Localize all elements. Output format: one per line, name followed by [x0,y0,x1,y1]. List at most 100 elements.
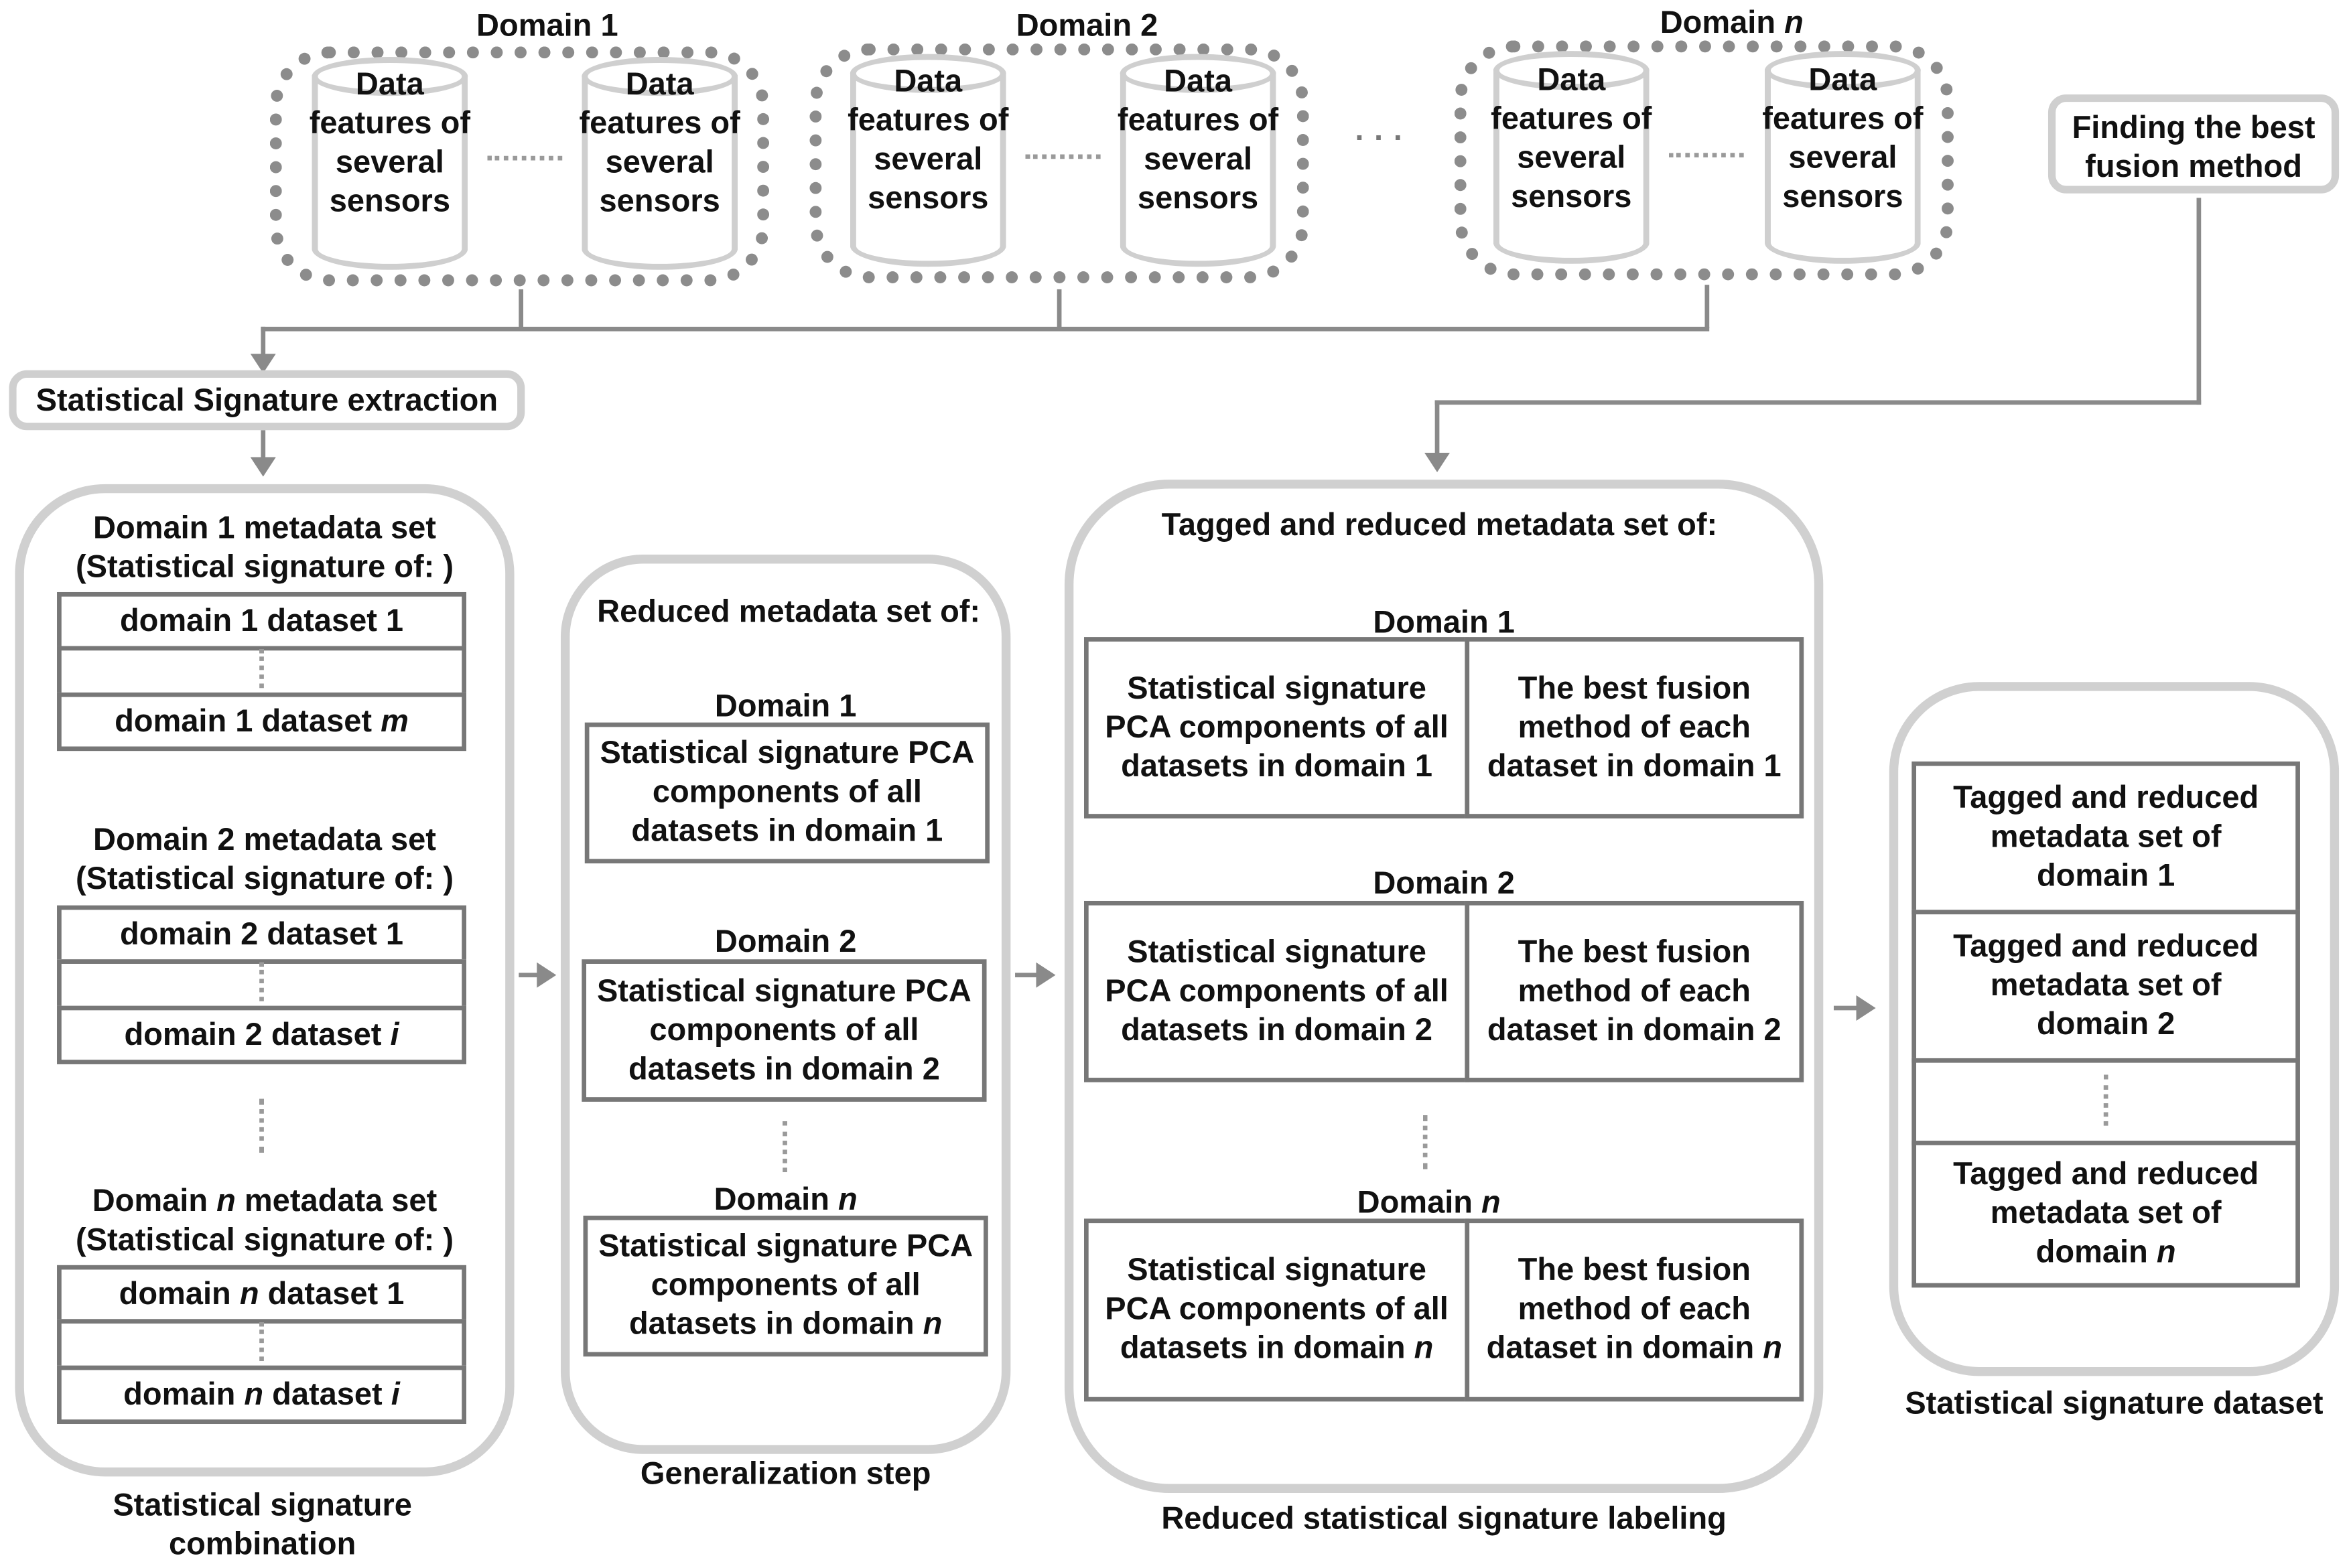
labeling-d2-right: The best fusion method of each dataset i… [1465,900,1804,1082]
dataset-item-n-var: n [2156,1235,2176,1270]
labeling-dn-left-var: n [1414,1331,1434,1366]
domain-n-title-text: Domain [1660,5,1785,41]
extraction-box: Statistical Signature extraction [9,370,525,431]
domain-2-title: Domain 2 [1016,9,1158,44]
domain-2-dots [1025,154,1101,159]
domain-1-cylinder-last-top [582,57,738,96]
combination-d1-title: Domain 1 metadata set [93,511,436,546]
domain-2-cylinder-first-label: Data features of several sensors [848,64,1009,216]
labeling-d1-left: Statistical signature PCA components of … [1084,637,1470,818]
domain-2-cylinder-first-top [850,54,1006,93]
connector-to-extraction [261,326,266,357]
labeling-dn-right-main: The best fusion method of each dataset i… [1486,1253,1763,1366]
arrow-generalization-to-labeling [1015,973,1039,978]
labeling-dn-label-var: n [1481,1186,1501,1220]
dataset-item-n-main: Tagged and reduced metadata set of domai… [1953,1157,2259,1270]
labeling-dn-right-text: The best fusion method of each dataset i… [1481,1252,1788,1369]
combination-d1-last-text: domain 1 dataset [115,703,381,739]
domain-1-group [269,46,770,287]
labeling-dn-left: Statistical signature PCA components of … [1084,1218,1470,1402]
combination-dn-title-post: metadata set [235,1184,438,1219]
connector-bestfusion-bus [1434,400,2202,405]
domain-1-cylinder-last-label: Data features of several sensors [579,67,740,219]
combination-middle-vdots [259,1098,264,1153]
combination-d2-last-text: domain 2 dataset [124,1017,391,1052]
generalization-dn-label-var: n [837,1182,858,1218]
combination-d1-last-var: m [381,703,409,739]
labeling-d2-label: Domain 2 [1373,866,1515,901]
connector-extraction-down [261,430,266,461]
domain-n-cylinder-first-top [1493,51,1650,90]
dataset-item-1: Tagged and reduced metadata set of domai… [1911,761,2300,915]
best-fusion-box: Finding the best fusion method [2047,94,2340,194]
generalization-d2-label: Domain 2 [714,924,857,960]
generalization-vdots [783,1121,787,1173]
generalization-caption: Generalization step [640,1457,931,1492]
domain-n-group [1454,40,1954,281]
generalization-d1-box: Statistical signature PCA components of … [584,722,990,864]
connector-d1-down [519,289,524,329]
combination-dn-first-var: n [239,1276,259,1311]
generalization-d2-box: Statistical signature PCA components of … [582,959,987,1102]
domain-1-title: Domain 1 [476,9,618,44]
arrowhead-to-combination [250,457,276,477]
labeling-dn-label-text: Domain [1357,1186,1482,1220]
connector-bestfusion-down [2196,198,2202,405]
labeling-dn-right-var: n [1763,1331,1782,1366]
combination-d2-vdots [259,962,264,1001]
domain-2-cylinder-last [1120,72,1276,267]
labeling-dn-right: The best fusion method of each dataset i… [1465,1218,1804,1402]
labeling-dn-left-text: Statistical signature PCA components of … [1101,1252,1453,1369]
dataset-item-n-text: Tagged and reduced metadata set of domai… [1931,1155,2280,1273]
arrow-labeling-to-dataset [1833,1005,1859,1011]
generalization-dn-label-text: Domain [714,1182,838,1218]
combination-caption: Statistical signature combination [113,1488,412,1562]
dataset-caption: Statistical signature dataset [1905,1386,2324,1421]
dataset-item-2: Tagged and reduced metadata set of domai… [1911,910,2300,1063]
combination-dn-title: Domain n metadata set [15,1183,514,1222]
combination-d2-sub: (Statistical signature of: ) [75,861,454,897]
dataset-item-n: Tagged and reduced metadata set of domai… [1911,1141,2300,1288]
combination-d1-vdots [259,649,264,689]
generalization-title: Reduced metadata set of: [597,595,981,630]
labeling-d1-right: The best fusion method of each dataset i… [1465,637,1804,818]
arrowhead-labeling-to-dataset [1856,995,1876,1021]
domain-1-cylinder-first-top [312,57,468,96]
generalization-dn-box: Statistical signature PCA components of … [583,1215,988,1357]
domain-n-cylinder-first-label: Data features of several sensors [1491,62,1652,215]
combination-dn-last-var: n [244,1376,264,1411]
domain-2-cylinder-last-top [1120,54,1276,93]
combination-dn-sub: (Statistical signature of: ) [75,1223,454,1258]
domain-n-title: Domain n [1634,5,1829,44]
arrowhead-generalization-to-labeling [1036,962,1056,988]
generalization-dn-box-text: Statistical signature PCA components of … [597,1228,975,1345]
labeling-dn-label: Domain n [1050,1184,1808,1223]
connector-d2-down [1057,289,1062,329]
combination-d1-last: domain 1 dataset m [57,692,466,752]
domain-2-cylinder-last-label: Data features of several sensors [1117,64,1279,216]
combination-dn-vdots [259,1322,264,1362]
domain-1-cylinder-first-label: Data features of several sensors [309,67,470,219]
domain-1-cylinder-last [582,74,738,270]
labeling-d1-label: Domain 1 [1373,605,1515,640]
domain-n-cylinder-last [1765,68,1921,264]
domain-n-dots [1668,153,1744,157]
domain-ellipsis: · · · [1355,121,1404,156]
labeling-vdots [1422,1115,1428,1169]
domain-n-cylinder-first [1493,68,1650,264]
generalization-dn-box-var: n [923,1307,943,1342]
generalization-dn-box-main: Statistical signature PCA components of … [598,1229,973,1342]
domain-2-cylinder-first [850,72,1006,267]
labeling-d2-left: Statistical signature PCA components of … [1084,900,1470,1082]
arrow-combination-to-generalization [519,973,540,978]
combination-d2-first: domain 2 dataset 1 [57,905,466,964]
domain-n-title-var: n [1784,5,1804,41]
arrowhead-to-extraction [250,354,276,374]
combination-dn-title-var: n [216,1184,236,1219]
generalization-d1-label: Domain 1 [714,689,857,724]
domain-1-cylinder-first [312,74,468,270]
combination-dn-first-pre: domain [119,1276,240,1311]
labeling-title: Tagged and reduced metadata set of: [1161,508,1718,543]
dataset-vdots [2103,1074,2108,1126]
